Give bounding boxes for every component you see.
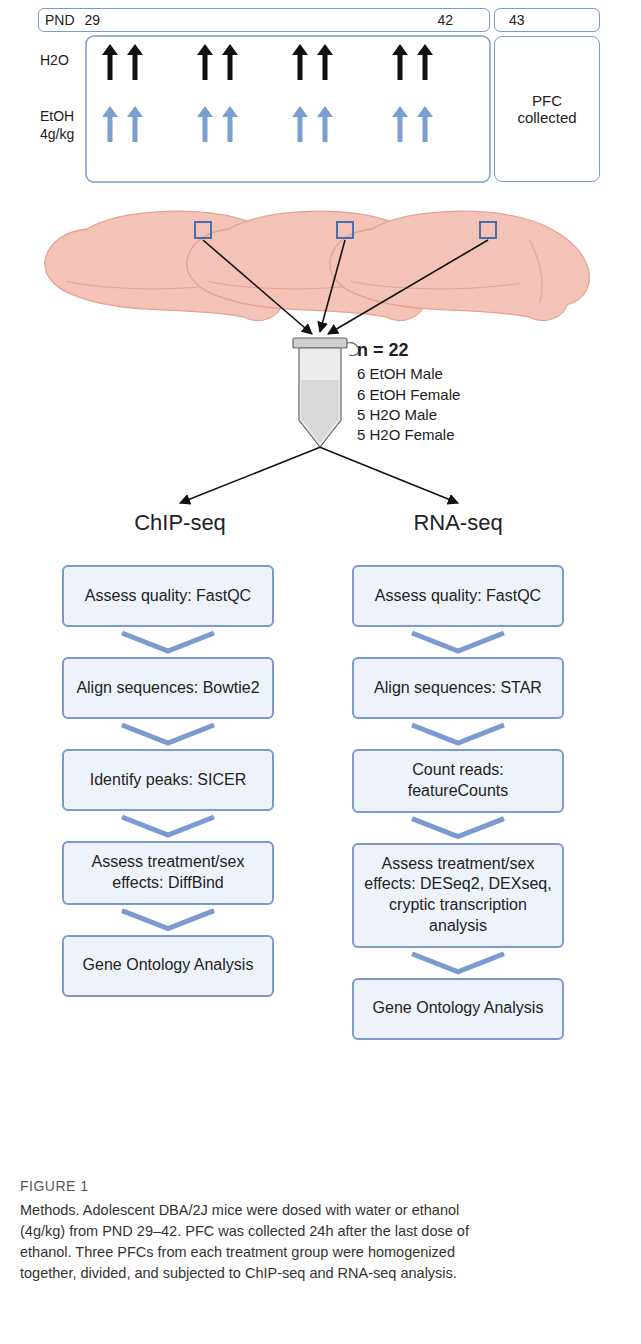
row-label: EtOH 4g/kg [40,108,84,143]
step-chevron [412,633,504,651]
node-text: Identify peaks: SICER [90,770,247,791]
process-box: Assess treatment/sex effects: DiffBind [62,841,274,905]
dose-arrows [102,44,433,142]
process-box: Assess quality: FastQC [352,565,564,627]
sample-size: n = 22 [285,338,565,362]
figure-caption: Methods. Adolescent DBA/2J mice were dos… [20,1200,470,1284]
process-box: Count reads: featureCounts [352,749,564,813]
flow-arrow [180,447,320,503]
step-chevron [122,633,214,651]
step-chevron [122,817,214,835]
node-text: ChIP-seq [134,510,226,536]
collection-box: PFC collected [494,36,600,182]
day-number: 43 [509,12,525,28]
flow-arrow [320,447,458,503]
step-chevron [412,725,504,743]
process-box: Align sequences: Bowtie2 [62,657,274,719]
node-text: Assess quality: FastQC [85,586,251,607]
node-text: Assess treatment/sex effects: DESeq2, DE… [364,854,552,937]
step-chevron [412,954,504,972]
row-label: H2O [40,52,84,70]
process-box: Assess treatment/sex effects: DESeq2, DE… [352,843,564,948]
step-chevron [122,911,214,929]
group-count: 5 H2O Female [285,425,565,445]
timeline-bar: PND 29 42 [38,8,490,32]
group-count: 6 EtOH Male [285,364,565,384]
step-chevron [122,725,214,743]
node-text: Gene Ontology Analysis [83,955,254,976]
process-box: Align sequences: STAR [352,657,564,719]
process-box: Assess quality: FastQC [62,565,274,627]
node-text: PFC collected [501,92,593,126]
node-text: RNA-seq [413,510,502,536]
day-number: 42 [437,12,453,28]
process-box: Gene Ontology Analysis [62,935,274,997]
node-text: Align sequences: STAR [374,678,542,699]
node-text: Align sequences: Bowtie2 [76,678,259,699]
node-text: Gene Ontology Analysis [373,998,544,1019]
branch-heading: RNA-seq [388,505,528,541]
step-chevron [412,819,504,837]
node-text: Assess treatment/sex effects: DiffBind [74,852,262,894]
process-box: Gene Ontology Analysis [352,978,564,1040]
brain-illustration [45,211,590,334]
node-text: Assess quality: FastQC [375,586,541,607]
group-count: 6 EtOH Female [285,385,565,405]
timeline-cell: 43 [494,8,600,32]
tube-symbol [293,338,359,447]
node-text: Count reads: featureCounts [364,760,552,802]
day-number: 29 [85,12,101,28]
group-count: 5 H2O Male [285,405,565,425]
branch-heading: ChIP-seq [110,505,250,541]
sample-group: n = 226 EtOH Male6 EtOH Female5 H2O Male… [285,338,565,445]
figure-number: FIGURE 1 [20,1178,220,1196]
process-box: Identify peaks: SICER [62,749,274,811]
axis-title: PND [45,12,75,28]
dosing-panel [86,36,490,182]
